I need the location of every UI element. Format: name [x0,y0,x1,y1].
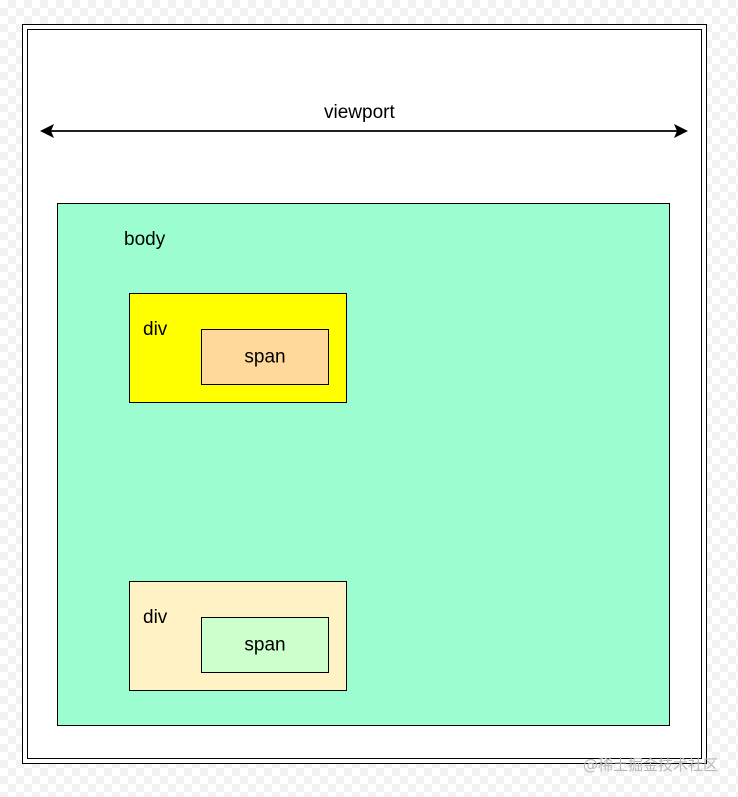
span-box-top: span [201,329,329,385]
arrow-head-right [674,124,688,138]
viewport-frame-inner [27,29,702,759]
viewport-label: viewport [324,102,395,123]
body-label: body [124,229,166,250]
viewport-width-arrow [40,124,688,138]
arrow-head-left [40,124,54,138]
span-box-bottom: span [201,617,329,673]
span-label-bottom: span [244,634,286,656]
div-label-bottom: div [143,607,168,628]
watermark: @稀土掘金技术社区 [582,756,718,774]
div-label-top: div [143,319,168,340]
span-label-top: span [244,346,286,368]
